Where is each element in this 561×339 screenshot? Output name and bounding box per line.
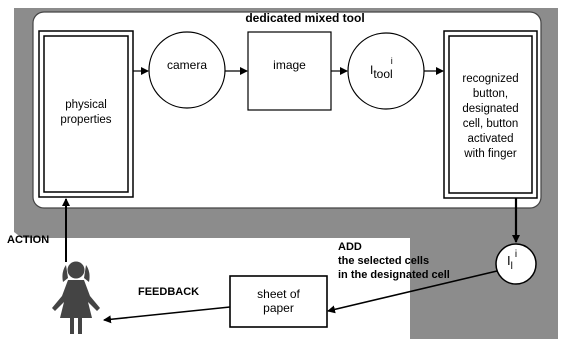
image-label: image <box>273 58 306 72</box>
person-icon <box>52 261 100 334</box>
camera-label: camera <box>166 58 207 72</box>
action-label: ACTION <box>7 234 50 246</box>
i-tool-main: I <box>370 63 374 77</box>
recognized-label: recognized button, designated cell, butt… <box>462 73 519 160</box>
i-l-node <box>495 243 537 285</box>
i-tool-sup: i <box>390 56 393 66</box>
camera-node <box>148 31 226 109</box>
container-title: dedicated mixed tool <box>245 11 365 25</box>
image-node <box>247 31 332 111</box>
i-l-label: Ili <box>507 249 517 272</box>
recognized-box <box>443 30 538 199</box>
arrow-sheet-to-person <box>103 306 231 324</box>
i-tool-sub: tool <box>373 67 393 81</box>
physical-properties-label: physical properties <box>60 99 112 126</box>
add-label: ADD the selected cells in the designated… <box>338 241 450 281</box>
sheet-label: sheet of paper <box>257 287 300 315</box>
physical-properties-box <box>38 30 134 198</box>
arrow-il-to-sheet <box>327 270 498 314</box>
i-l-sup: i <box>514 249 518 260</box>
feedback-label: FEEDBACK <box>138 286 200 298</box>
i-tool-label: Itooli <box>370 56 395 81</box>
sheet-node <box>229 275 328 328</box>
i-l-main: I <box>507 253 511 268</box>
i-l-sub: l <box>510 261 513 272</box>
